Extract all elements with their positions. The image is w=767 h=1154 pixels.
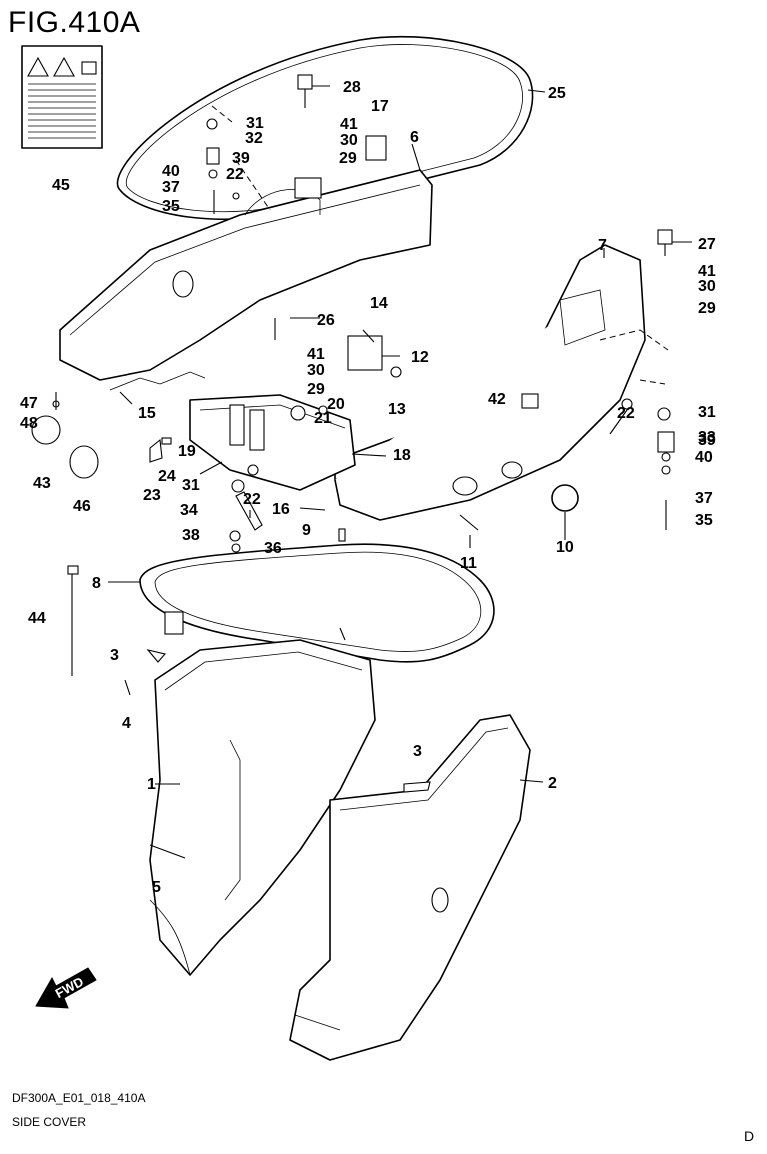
callout-30a: 30: [340, 132, 358, 149]
callout-32: 32: [245, 130, 263, 147]
callout-26: 26: [317, 312, 335, 329]
callout-41b: 41: [307, 346, 325, 363]
callout-5: 5: [152, 879, 161, 896]
callout-40b: 40: [695, 449, 713, 466]
callout-8: 8: [92, 575, 101, 592]
callout-22c: 22: [617, 405, 635, 422]
callout-34: 34: [180, 502, 198, 519]
callout-29b: 29: [307, 381, 325, 398]
callout-47: 47: [20, 395, 38, 412]
callout-28: 28: [343, 79, 361, 96]
callout-22a: 22: [226, 166, 244, 183]
callout-14: 14: [370, 295, 388, 312]
callout-46: 46: [73, 498, 91, 515]
callout-20: 20: [327, 396, 345, 413]
callout-44: 44: [28, 610, 46, 627]
callout-10: 10: [556, 539, 574, 556]
part-callouts: 1 2 3 3 4 5 6 7 8 9 10 11 12 13 14 15 16…: [20, 79, 716, 896]
callout-36: 36: [264, 540, 282, 557]
callout-22b: 22: [243, 491, 261, 508]
callout-27: 27: [698, 236, 716, 253]
callout-3b: 3: [413, 743, 422, 760]
callout-11: 11: [460, 555, 477, 572]
callout-1: 1: [147, 776, 156, 793]
upper-side-cover-left-part: [59, 169, 433, 381]
callout-31c: 31: [698, 404, 716, 421]
fasteners: [31, 74, 675, 859]
callout-48: 48: [20, 415, 38, 432]
leader-lines: [108, 85, 692, 785]
mount-frame-part: [139, 543, 495, 663]
harness-part: [109, 371, 206, 391]
callout-23: 23: [143, 487, 161, 504]
callout-17: 17: [371, 98, 389, 115]
callout-9: 9: [302, 522, 311, 539]
corner-mark: D: [744, 1128, 755, 1144]
callout-4: 4: [122, 715, 131, 732]
callout-31b: 31: [182, 477, 200, 494]
callout-30c: 30: [698, 278, 716, 295]
callout-6: 6: [410, 129, 419, 146]
lower-side-cover-left-part: [149, 639, 376, 976]
lower-side-cover-right-part: [289, 714, 531, 1061]
callout-3a: 3: [110, 647, 119, 664]
warning-label-part: [21, 45, 103, 149]
callout-37a: 37: [162, 179, 180, 196]
reference-lines: [211, 105, 669, 385]
callout-41a: 41: [340, 116, 358, 133]
callout-30b: 30: [307, 362, 325, 379]
callout-45: 45: [52, 177, 70, 194]
callout-29a: 29: [339, 150, 357, 167]
figure-caption: SIDE COVER: [12, 1115, 87, 1129]
callout-31a: 31: [246, 115, 264, 132]
fwd-label: FWD: [53, 974, 86, 1001]
callout-40a: 40: [162, 163, 180, 180]
callout-24: 24: [158, 468, 176, 485]
callout-25: 25: [548, 85, 566, 102]
callout-37b: 37: [695, 490, 713, 507]
callout-35b: 35: [695, 512, 713, 529]
callout-12: 12: [411, 349, 429, 366]
callout-33: 33: [698, 429, 716, 446]
forward-arrow-icon: FWD: [35, 967, 97, 1009]
callout-41c: 41: [698, 263, 716, 280]
callout-39b: 39: [698, 432, 716, 449]
callout-39a: 39: [232, 150, 250, 167]
callout-42: 42: [488, 391, 506, 408]
upper-side-cover-right-part: [334, 244, 646, 521]
callout-35a: 35: [162, 198, 180, 215]
duct-part: [189, 394, 356, 491]
callout-2: 2: [548, 775, 557, 792]
callout-15: 15: [138, 405, 156, 422]
callout-18: 18: [393, 447, 411, 464]
callout-38: 38: [182, 527, 200, 544]
callout-7: 7: [598, 237, 607, 254]
callout-19: 19: [178, 443, 196, 460]
callout-13: 13: [388, 401, 406, 418]
drawing-code: DF300A_E01_018_410A: [12, 1091, 146, 1105]
callout-43: 43: [33, 475, 51, 492]
callout-29c: 29: [698, 300, 716, 317]
figure-title: FIG.410A: [8, 6, 141, 39]
callout-21: 21: [314, 410, 332, 427]
callout-16: 16: [272, 501, 290, 518]
